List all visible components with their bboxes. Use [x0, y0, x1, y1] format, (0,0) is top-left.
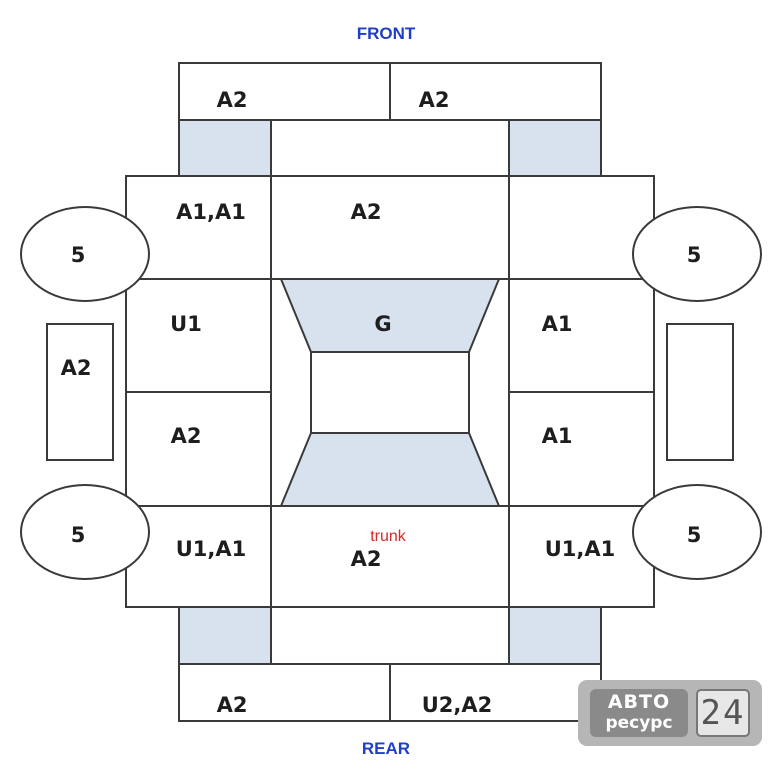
trunk-label: trunk [370, 528, 407, 545]
watermark-logo: АВТО ресурс 24 [578, 680, 762, 746]
rear-right-label: U1,A1 [545, 537, 616, 561]
front-right-fender [508, 175, 655, 280]
front-label: FRONT [357, 24, 416, 43]
rear-panel [270, 606, 510, 665]
rear-bumper-left [178, 663, 391, 722]
trunk-lid [270, 505, 510, 608]
rear-right-light [508, 606, 602, 665]
rear-left-quarter [125, 505, 272, 608]
right-rear-door-label: A1 [542, 424, 573, 448]
watermark-line2: ресурс [605, 713, 673, 733]
left-front-door [125, 278, 272, 393]
wheel-rear-left [20, 484, 150, 580]
rear-bumper-left-label: A2 [217, 693, 248, 717]
rear-right-quarter [508, 505, 655, 608]
trunk-center-label: A2 [351, 547, 382, 571]
hood [270, 175, 510, 280]
front-left-fender [125, 175, 272, 280]
left-rear-door [125, 391, 272, 507]
rear-window [279, 432, 501, 507]
watermark-number: 24 [696, 689, 750, 737]
front-bumper-left-label: A2 [217, 88, 248, 112]
front-bumper-right [389, 62, 602, 121]
wheel-rear-right [632, 484, 762, 580]
left-rear-door-label: A2 [171, 424, 202, 448]
left-front-door-label: U1 [170, 312, 202, 336]
windshield-label: G [374, 312, 391, 336]
rear-left-label: U1,A1 [176, 537, 247, 561]
watermark-text-block: АВТО ресурс [590, 689, 688, 737]
rear-left-light [178, 606, 272, 665]
left-mirror [46, 323, 114, 461]
rear-bumper-right-label: U2,A2 [422, 693, 493, 717]
right-front-door [508, 278, 655, 393]
front-left-light [178, 119, 272, 177]
left-mirror-label: A2 [61, 356, 92, 380]
rear-label: REAR [362, 739, 410, 758]
hood-center-label: A2 [351, 200, 382, 224]
right-mirror [666, 323, 734, 461]
wheel-front-left-label: 5 [71, 243, 86, 267]
wheel-front-right [632, 206, 762, 302]
right-front-door-label: A1 [542, 312, 573, 336]
front-bumper-right-label: A2 [419, 88, 450, 112]
wheel-front-right-label: 5 [687, 243, 702, 267]
right-rear-door [508, 391, 655, 507]
roof [310, 351, 470, 434]
front-grille [270, 119, 510, 177]
front-right-light [508, 119, 602, 177]
watermark-line1: АВТО [607, 691, 671, 713]
front-bumper-left [178, 62, 391, 121]
hood-left-label: A1,A1 [176, 200, 246, 224]
wheel-rear-left-label: 5 [71, 523, 86, 547]
wheel-front-left [20, 206, 150, 302]
wheel-rear-right-label: 5 [687, 523, 702, 547]
